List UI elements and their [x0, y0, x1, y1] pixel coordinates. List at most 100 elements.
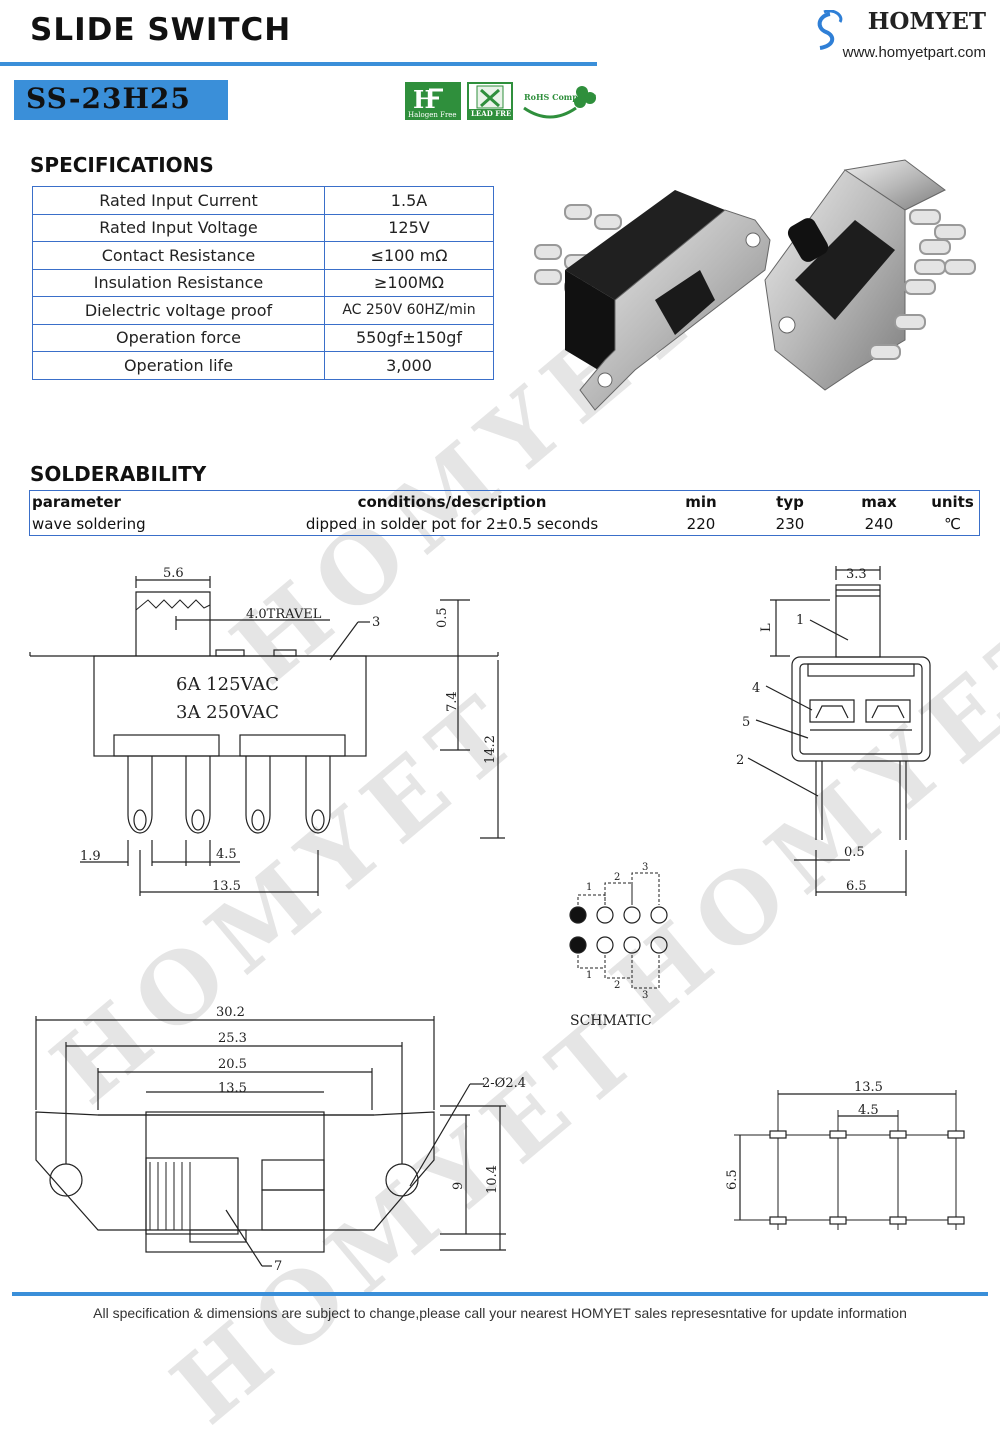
switch-photo-right [764, 159, 976, 391]
svg-text:3: 3 [372, 615, 380, 630]
svg-text:2-Ø2.4: 2-Ø2.4 [482, 1076, 526, 1091]
spec-param: Contact Resistance [32, 241, 325, 270]
lead-free-glyph: LEAD FREE [469, 85, 517, 118]
cell-typ: 230 [775, 515, 805, 533]
header-typ: typ [776, 493, 804, 511]
svg-text:5: 5 [742, 715, 750, 730]
brand-logo: HOMYET www.homyetpart.com [806, 8, 986, 68]
header-units: units [931, 493, 974, 511]
svg-text:13.5: 13.5 [854, 1080, 883, 1095]
side-view: 3.3 L 1 4 5 2 0.5 6.5 [736, 566, 931, 896]
table-row: Insulation Resistance≥100MΩ [32, 268, 494, 297]
svg-text:LEAD FREE: LEAD FREE [471, 109, 511, 118]
spec-param: Insulation Resistance [32, 268, 325, 297]
front-view: 5.6 4.0TRAVEL 3 6A 125VAC 3A 250VAC 0.5 … [29, 566, 505, 896]
svg-text:4.5: 4.5 [858, 1103, 879, 1118]
top-view: 30.2 25.3 20.5 13.5 2-Ø2.4 9 10.4 7 [35, 1005, 526, 1274]
front-terminals [127, 756, 331, 834]
svg-text:2: 2 [614, 980, 620, 991]
page-title: SLIDE SWITCH [30, 12, 292, 48]
svg-text:3A 250VAC: 3A 250VAC [176, 702, 279, 723]
header-conditions: conditions/description [357, 493, 547, 511]
spec-value: 3,000 [324, 351, 494, 380]
spec-value: AC 250V 60HZ/min [324, 296, 494, 325]
svg-text:1: 1 [586, 882, 592, 893]
svg-text:1.9: 1.9 [80, 849, 101, 864]
svg-text:4.0TRAVEL: 4.0TRAVEL [246, 607, 322, 622]
svg-text:25.3: 25.3 [218, 1031, 247, 1046]
svg-text:1: 1 [586, 970, 592, 981]
table-row: wave soldering dipped in solder pot for … [30, 513, 980, 536]
spec-value: ≥100MΩ [324, 268, 494, 297]
svg-text:6.5: 6.5 [725, 1169, 740, 1190]
svg-text:14.2: 14.2 [483, 735, 498, 764]
header-max: max [861, 493, 897, 511]
table-row: Contact Resistance≤100 mΩ [32, 241, 494, 270]
svg-text:Halogen Free: Halogen Free [408, 111, 457, 119]
cell-parameter: wave soldering [32, 515, 146, 533]
spec-param: Rated Input Current [32, 186, 325, 215]
lead-free-icon: LEAD FREE [467, 82, 517, 120]
svg-text:3.3: 3.3 [846, 567, 867, 582]
svg-text:2: 2 [736, 753, 744, 768]
product-photo [534, 159, 976, 411]
svg-text:3: 3 [642, 862, 648, 873]
switch-photo-left [534, 190, 771, 411]
solderability-table: parameter conditions/description min typ… [29, 490, 980, 536]
svg-text:SCHMATIC: SCHMATIC [570, 1013, 652, 1029]
svg-text:30.2: 30.2 [216, 1005, 245, 1020]
model-number: SS-23H25 [26, 82, 191, 115]
svg-text:5.6: 5.6 [163, 566, 184, 581]
header-min: min [685, 493, 717, 511]
spec-param: Operation force [32, 323, 325, 352]
specifications-heading: SPECIFICATIONS [30, 153, 214, 177]
svg-text:3: 3 [642, 990, 648, 1001]
svg-text:RoHS Compliant: RoHS Compliant [524, 92, 596, 102]
model-badge: SS-23H25 [14, 80, 228, 120]
svg-text:H: H [413, 85, 436, 114]
svg-text:0.5: 0.5 [435, 607, 450, 628]
svg-text:13.5: 13.5 [212, 879, 241, 894]
rohs-icon: RoHS Compliant [520, 82, 599, 120]
svg-text:13.5: 13.5 [218, 1081, 247, 1096]
spec-param: Dielectric voltage proof [32, 296, 325, 325]
svg-text:7.4: 7.4 [445, 691, 460, 712]
spec-value: ≤100 mΩ [324, 241, 494, 270]
spec-param: Operation life [32, 351, 325, 380]
cell-max: 240 [864, 515, 894, 533]
svg-text:6A 125VAC: 6A 125VAC [176, 674, 279, 695]
spec-value: 1.5A [324, 186, 494, 215]
spec-value: 125V [324, 213, 494, 242]
svg-text:0.5: 0.5 [844, 845, 865, 860]
footer-divider [12, 1292, 988, 1296]
brand-name: HOMYET [867, 8, 986, 35]
table-header-row: parameter conditions/description min typ… [30, 491, 980, 514]
svg-text:4.5: 4.5 [216, 847, 237, 862]
technical-drawing: 5.6 4.0TRAVEL 3 6A 125VAC 3A 250VAC 0.5 … [29, 566, 965, 1274]
schematic: 1 2 3 1 2 3 SCHMATIC [569, 862, 668, 1029]
halogen-free-glyph: H Halogen Free [408, 85, 457, 119]
header-divider [0, 62, 597, 66]
cell-min: 220 [686, 515, 716, 533]
svg-text:6.5: 6.5 [846, 879, 867, 894]
logo-mark-icon [817, 10, 843, 50]
halogen-free-icon: H Halogen Free [405, 82, 461, 120]
svg-text:4: 4 [752, 681, 760, 696]
cell-units: ℃ [944, 515, 961, 533]
solderability-heading: SOLDERABILITY [30, 462, 207, 486]
header-parameter: parameter [32, 493, 121, 511]
brand-website: www.homyetpart.com [842, 44, 986, 61]
svg-text:2: 2 [614, 872, 620, 883]
svg-text:9: 9 [451, 1182, 466, 1190]
rohs-glyph: RoHS Compliant [523, 86, 599, 119]
svg-text:L: L [759, 623, 774, 632]
svg-text:10.4: 10.4 [485, 1165, 500, 1194]
footer-note: All specification & dimensions are subje… [93, 1305, 907, 1321]
svg-text:1: 1 [796, 613, 804, 628]
